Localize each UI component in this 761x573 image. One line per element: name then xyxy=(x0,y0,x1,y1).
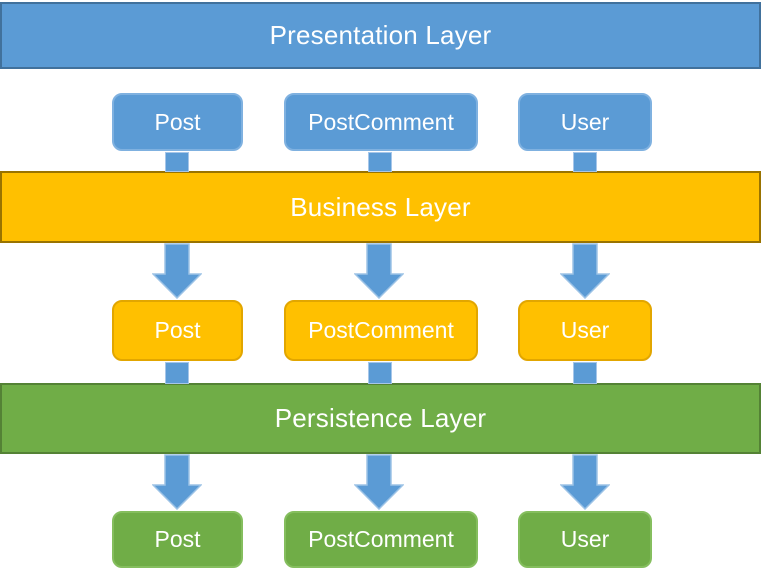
down-arrow-persistence-to-post xyxy=(152,454,202,510)
presentation-post-label: Post xyxy=(154,108,201,135)
business-layer-title: Business Layer xyxy=(290,191,471,222)
connector-user-to-persistence xyxy=(573,362,597,384)
presentation-layer-banner: Presentation Layer xyxy=(0,2,761,69)
down-arrow-business-to-user xyxy=(560,243,610,299)
connector-post-to-business xyxy=(165,152,189,172)
persistence-postcomment-label: PostComment xyxy=(308,526,454,552)
presentation-post-box: Post xyxy=(112,93,243,151)
down-arrow-business-to-post xyxy=(152,243,202,299)
connector-postcomment-to-persistence xyxy=(368,362,392,384)
persistence-postcomment-box: PostComment xyxy=(284,511,478,568)
down-arrow-persistence-to-postcomment xyxy=(354,454,404,510)
business-user-label: User xyxy=(560,317,610,343)
presentation-user-label: User xyxy=(560,108,610,135)
persistence-layer-title: Persistence Layer xyxy=(274,403,487,433)
connector-postcomment-to-business xyxy=(368,152,392,172)
business-postcomment-box: PostComment xyxy=(284,300,478,361)
business-postcomment-label: PostComment xyxy=(308,317,454,343)
presentation-layer-title: Presentation Layer xyxy=(269,20,492,50)
presentation-postcomment-label: PostComment xyxy=(308,108,454,135)
persistence-post-label: Post xyxy=(154,526,201,552)
down-arrow-persistence-to-user xyxy=(560,454,610,510)
business-post-box: Post xyxy=(112,300,243,361)
persistence-layer-banner: Persistence Layer xyxy=(0,383,761,454)
presentation-postcomment-box: PostComment xyxy=(284,93,478,151)
business-layer-banner: Business Layer xyxy=(0,171,761,243)
persistence-user-label: User xyxy=(560,526,610,552)
down-arrow-business-to-postcomment xyxy=(354,243,404,299)
persistence-user-box: User xyxy=(518,511,652,568)
connector-user-to-business xyxy=(573,152,597,172)
persistence-post-box: Post xyxy=(112,511,243,568)
connector-post-to-persistence xyxy=(165,362,189,384)
business-post-label: Post xyxy=(154,317,201,343)
business-user-box: User xyxy=(518,300,652,361)
presentation-user-box: User xyxy=(518,93,652,151)
